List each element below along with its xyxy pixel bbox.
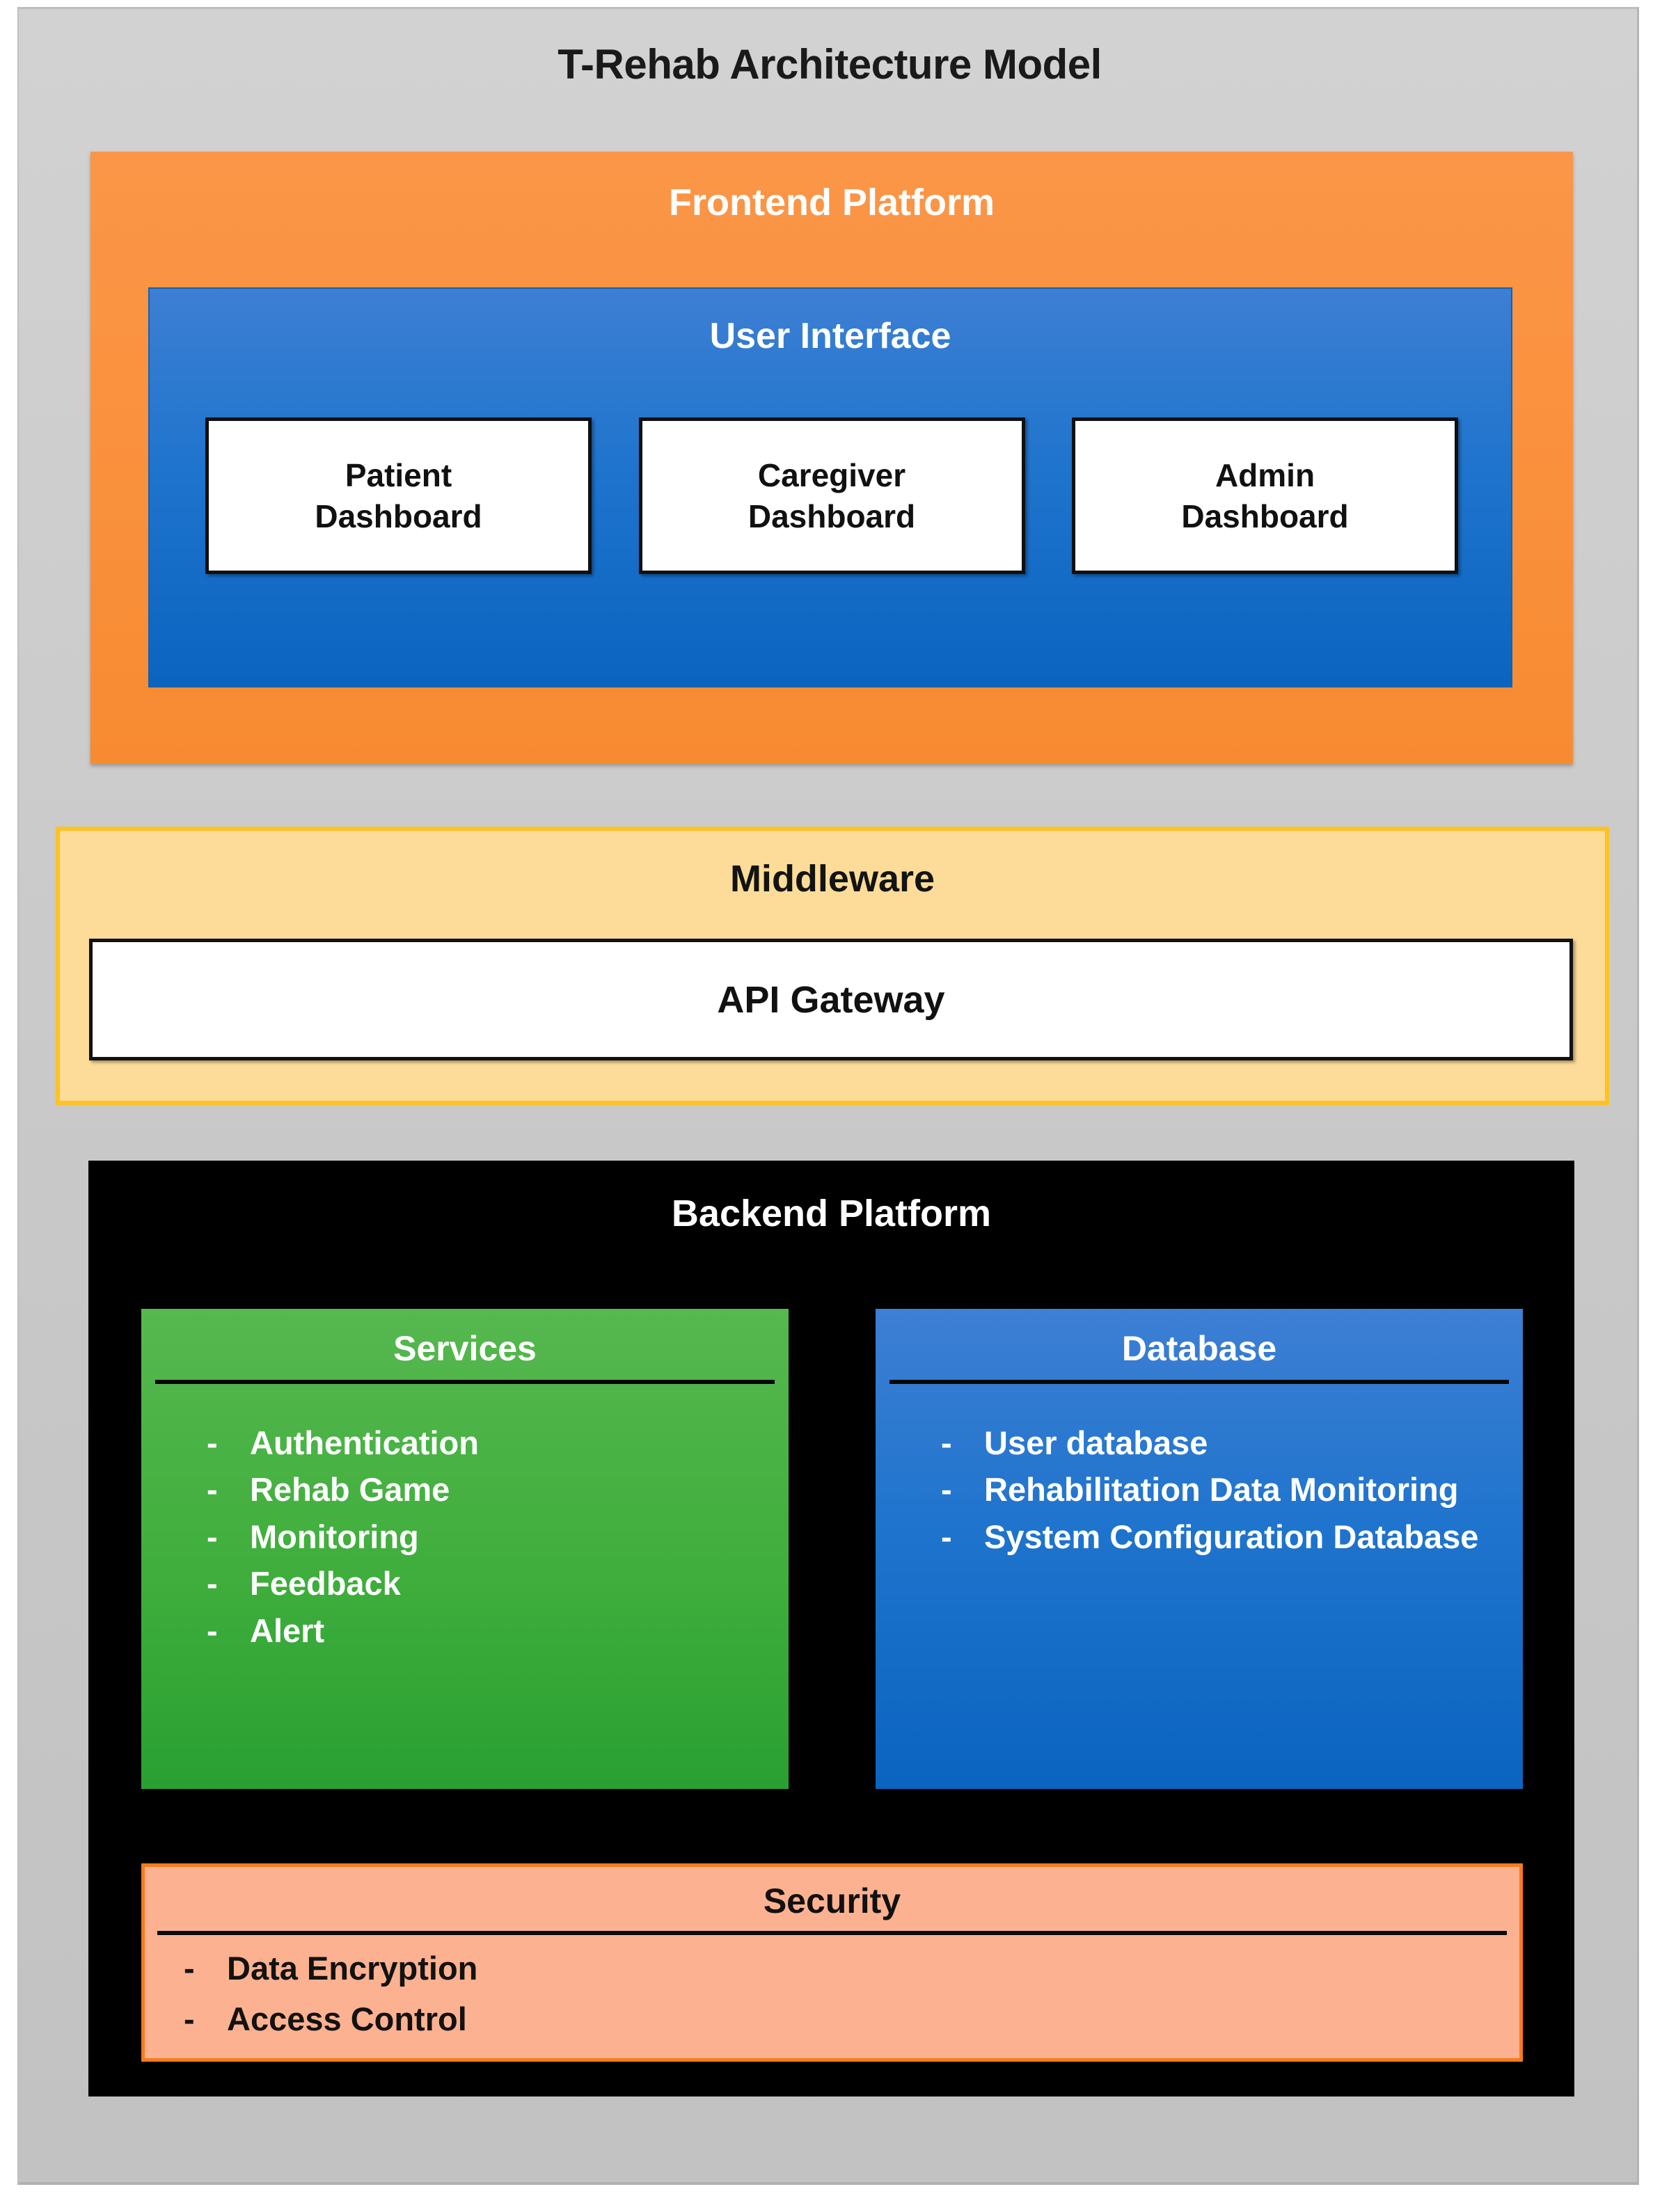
list-item: - System Configuration Database bbox=[941, 1518, 1512, 1556]
services-divider bbox=[155, 1380, 775, 1384]
list-item: - User database bbox=[941, 1424, 1512, 1462]
security-list: - Data Encryption - Access Control bbox=[184, 1949, 477, 2051]
services-item-label: Monitoring bbox=[250, 1518, 419, 1555]
dash-bullet: - bbox=[941, 1424, 952, 1461]
patient-dashboard-line1: Patient bbox=[345, 456, 452, 493]
diagram-canvas: T-Rehab Architecture Model Frontend Plat… bbox=[17, 7, 1639, 2185]
patient-dashboard-line2: Dashboard bbox=[315, 498, 482, 534]
admin-dashboard-card[interactable]: Admin Dashboard bbox=[1072, 417, 1458, 574]
middleware-box: Middleware API Gateway bbox=[56, 827, 1609, 1105]
list-item: - Rehabilitation Data Monitoring bbox=[941, 1470, 1512, 1509]
frontend-platform-title: Frontend Platform bbox=[669, 182, 995, 223]
admin-dashboard-line1: Admin bbox=[1215, 456, 1315, 493]
list-item: - Rehab Game bbox=[207, 1470, 777, 1509]
backend-platform-title: Backend Platform bbox=[671, 1193, 992, 1234]
database-list: - User database - Rehabilitation Data Mo… bbox=[941, 1424, 1512, 1564]
services-item-label: Authentication bbox=[250, 1424, 479, 1461]
caregiver-dashboard-card[interactable]: Caregiver Dashboard bbox=[638, 417, 1025, 574]
security-item-label: Access Control bbox=[227, 2000, 467, 2038]
database-divider bbox=[889, 1380, 1509, 1384]
security-title: Security bbox=[763, 1881, 901, 1920]
middleware-title: Middleware bbox=[729, 858, 935, 900]
dash-bullet: - bbox=[207, 1565, 218, 1602]
database-item-label: User database bbox=[984, 1424, 1208, 1461]
services-title: Services bbox=[393, 1329, 537, 1368]
database-title: Database bbox=[1121, 1329, 1277, 1368]
backend-columns: Services - Authentication - Rehab Game -… bbox=[141, 1309, 1523, 1789]
backend-platform-box: Backend Platform Services - Authenticati… bbox=[88, 1161, 1574, 2096]
security-panel: Security - Data Encryption - Access Cont… bbox=[141, 1863, 1523, 2062]
services-panel: Services - Authentication - Rehab Game -… bbox=[141, 1309, 789, 1789]
dash-bullet: - bbox=[207, 1471, 218, 1509]
services-item-label: Alert bbox=[250, 1612, 325, 1649]
api-gateway-card[interactable]: API Gateway bbox=[89, 939, 1573, 1060]
user-interface-title: User Interface bbox=[709, 316, 951, 356]
services-item-label: Feedback bbox=[250, 1565, 401, 1602]
list-item: - Data Encryption bbox=[184, 1949, 477, 1987]
list-item: - Authentication bbox=[207, 1424, 777, 1462]
admin-dashboard-line2: Dashboard bbox=[1181, 498, 1349, 534]
services-item-label: Rehab Game bbox=[250, 1471, 450, 1509]
list-item: - Feedback bbox=[207, 1564, 777, 1602]
services-list: - Authentication - Rehab Game - Monitori… bbox=[207, 1424, 777, 1658]
list-item: - Access Control bbox=[184, 2000, 477, 2038]
dash-bullet: - bbox=[184, 2000, 195, 2038]
dashboard-row: Patient Dashboard Caregiver Dashboard Ad… bbox=[205, 417, 1458, 574]
security-divider bbox=[157, 1931, 1507, 1935]
security-item-label: Data Encryption bbox=[227, 1950, 478, 1987]
database-item-label: System Configuration Database bbox=[984, 1518, 1479, 1555]
frontend-platform-box: Frontend Platform User Interface Patient… bbox=[90, 152, 1573, 764]
caregiver-dashboard-line2: Dashboard bbox=[748, 498, 916, 534]
page-title: T-Rehab Architecture Model bbox=[557, 41, 1102, 88]
list-item: - Alert bbox=[207, 1612, 777, 1650]
dash-bullet: - bbox=[207, 1424, 218, 1461]
dash-bullet: - bbox=[941, 1471, 952, 1509]
database-item-label: Rehabilitation Data Monitoring bbox=[984, 1471, 1459, 1509]
dash-bullet: - bbox=[207, 1518, 218, 1555]
database-panel: Database - User database - Rehabilitatio… bbox=[876, 1309, 1523, 1789]
dash-bullet: - bbox=[941, 1518, 952, 1555]
caregiver-dashboard-line1: Caregiver bbox=[757, 456, 906, 493]
list-item: - Monitoring bbox=[207, 1518, 777, 1556]
dash-bullet: - bbox=[184, 1950, 195, 1987]
patient-dashboard-card[interactable]: Patient Dashboard bbox=[205, 417, 592, 574]
user-interface-box: User Interface Patient Dashboard Caregiv… bbox=[148, 287, 1512, 687]
dash-bullet: - bbox=[207, 1612, 218, 1649]
